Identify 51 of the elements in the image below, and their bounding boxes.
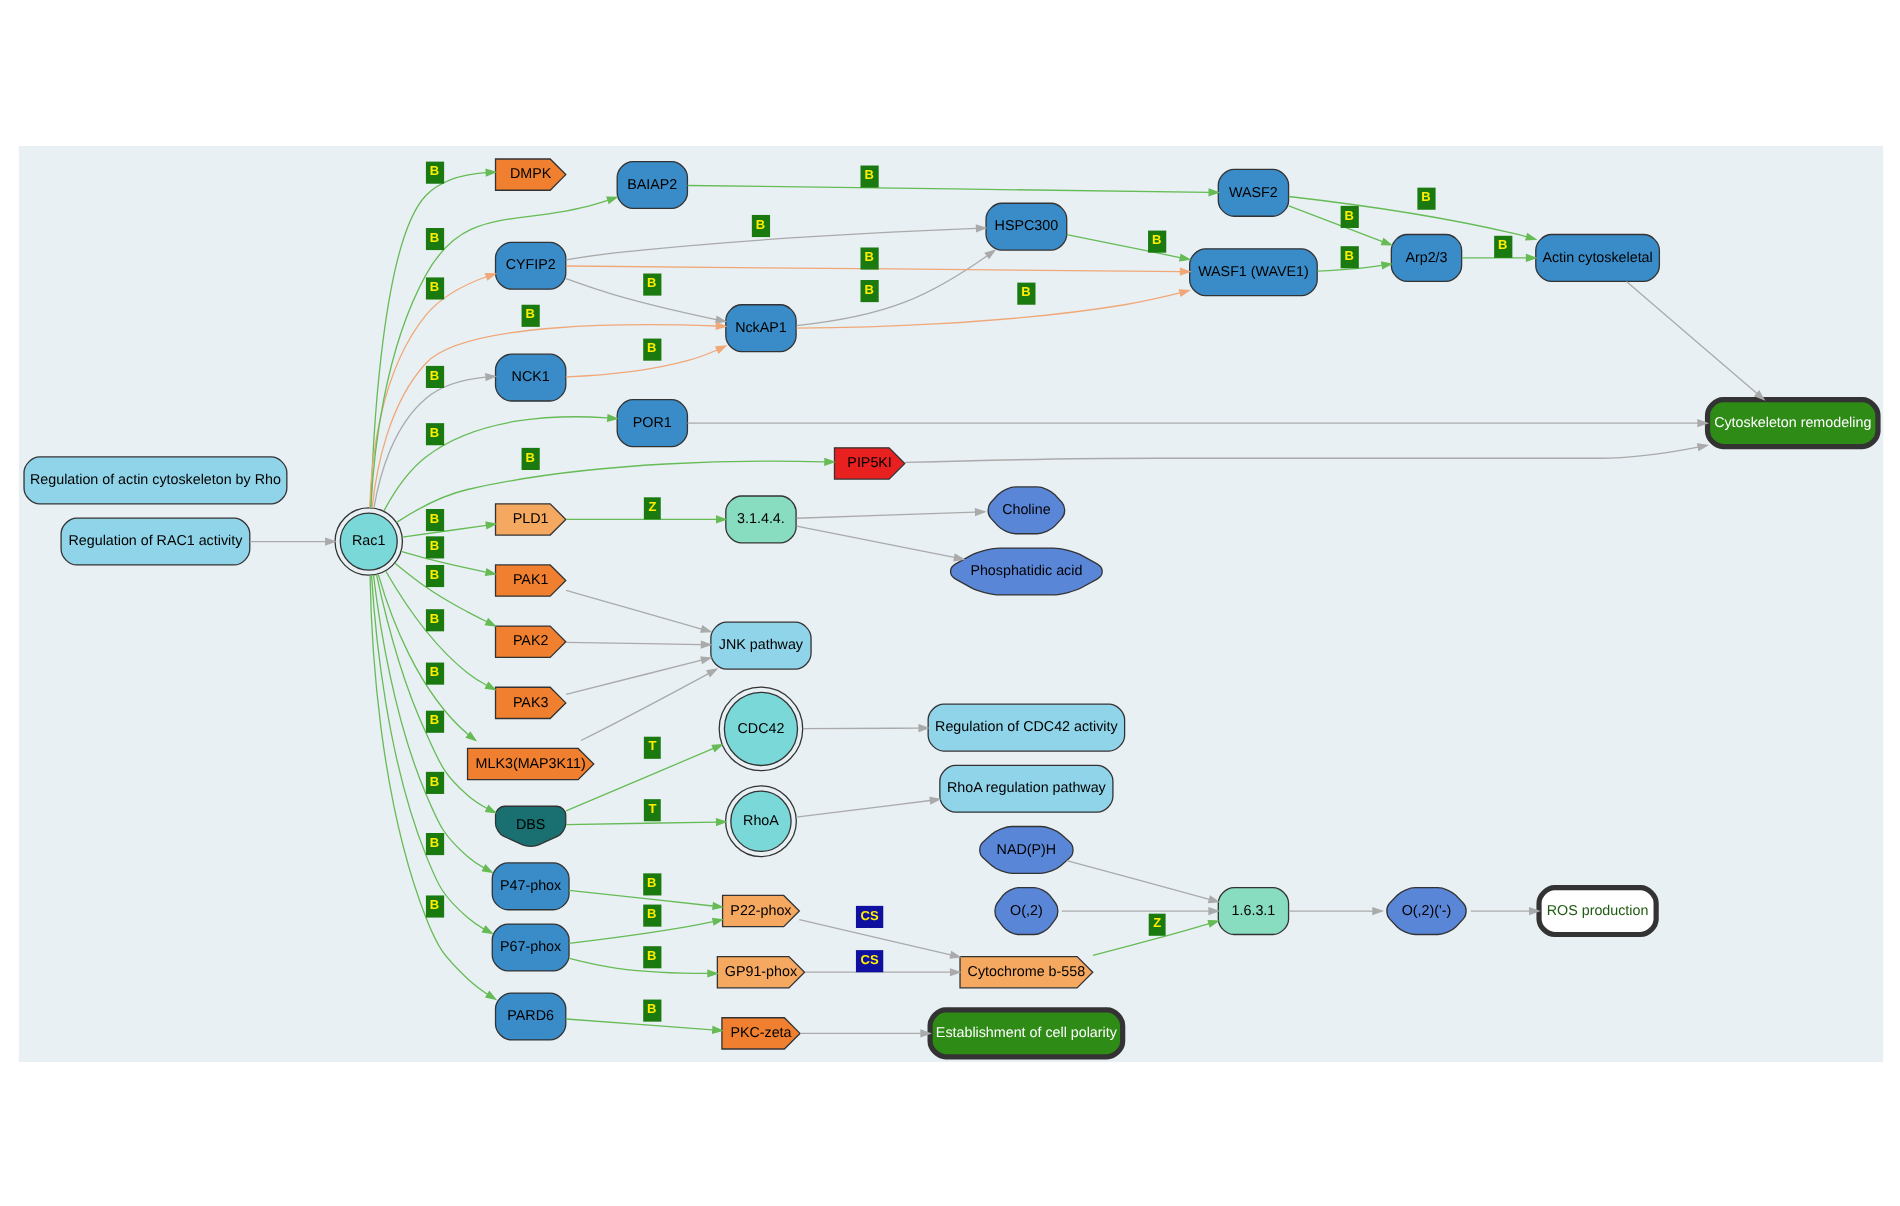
arrow: [248, 536, 336, 545]
arrow: [794, 524, 965, 561]
arrow: [400, 520, 497, 537]
arrow: [567, 916, 724, 943]
arrow: [564, 344, 727, 377]
arrow: [564, 223, 987, 260]
arrow: [903, 442, 1709, 463]
arrow: [399, 549, 497, 576]
arrow: [370, 320, 727, 508]
arrow: [564, 588, 712, 632]
arrow: [384, 569, 496, 690]
arrow: [795, 248, 996, 326]
arrow: [685, 183, 1220, 196]
arrow: [1460, 252, 1537, 261]
arrow: [685, 418, 1709, 427]
arrow: [1060, 905, 1220, 915]
arrow: [564, 816, 727, 826]
arrow: [564, 639, 712, 648]
arrow: [564, 1017, 723, 1033]
arrow: [1065, 232, 1191, 261]
arrow: [1287, 194, 1537, 240]
arrow: [1287, 905, 1384, 915]
arrow: [564, 514, 727, 523]
arrow: [1065, 858, 1220, 903]
arrow: [801, 723, 930, 732]
arrow: [1624, 279, 1765, 400]
arrow: [382, 412, 618, 511]
arrow: [564, 655, 712, 694]
arrow: [372, 372, 496, 508]
arrow: [803, 967, 961, 976]
arrow: [798, 1028, 932, 1037]
arrow: [1091, 918, 1219, 956]
arrow: [794, 288, 1190, 328]
arrow: [794, 795, 941, 817]
arrow: [369, 573, 493, 934]
arrow: [579, 667, 718, 741]
arrow: [376, 572, 477, 741]
arrow: [794, 506, 986, 518]
arrow: [1469, 905, 1540, 915]
arrow: [374, 572, 497, 813]
arrow: [564, 277, 727, 323]
arrow: [368, 573, 497, 1000]
arrow: [797, 918, 961, 958]
arrow: [371, 573, 493, 873]
arrow: [567, 888, 724, 910]
arrow: [369, 167, 497, 508]
arrow: [564, 743, 723, 811]
arrow: [1315, 260, 1393, 271]
arrow: [369, 195, 618, 508]
arrow: [567, 956, 719, 977]
arrow: [564, 264, 1191, 275]
